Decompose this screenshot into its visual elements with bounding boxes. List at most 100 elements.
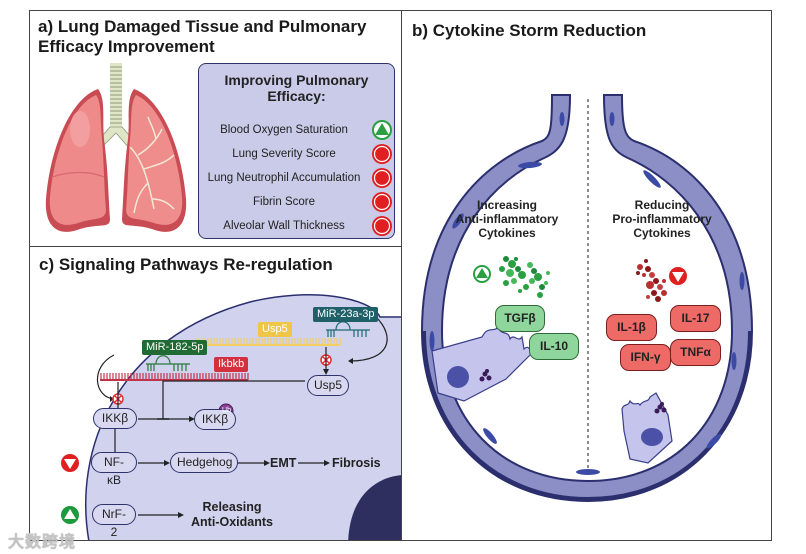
epithelial-cell-left xyxy=(431,325,535,402)
cytokine-particle xyxy=(503,280,509,286)
cytokine-particle xyxy=(644,259,648,263)
ikbkb-mrna xyxy=(100,373,249,381)
cytokine-particle xyxy=(514,257,518,261)
label-line: Cytokines xyxy=(633,226,691,240)
cytokine-il10: IL-10 xyxy=(529,333,579,360)
cytokine-particle xyxy=(503,256,509,262)
efficacy-label: Blood Oxygen Saturation xyxy=(220,124,348,136)
cytokine-particle xyxy=(539,284,545,290)
anti-inflammatory-label: Increasing Anti-inflammatory Cytokines xyxy=(442,198,572,240)
efficacy-row: Lung Neutrophil Accumulation xyxy=(199,166,396,190)
anti-inflammatory-cytokine-particles xyxy=(499,256,550,298)
cytokine-particle xyxy=(653,278,659,284)
node-hedgehog: Hedgehog xyxy=(170,452,238,473)
label-line: Pro-inflammatory xyxy=(612,212,712,226)
cytokine-particle xyxy=(642,273,646,277)
efficacy-box: Improving Pulmonary Efficacy: Blood Oxyg… xyxy=(198,63,395,239)
mrna-tag-usp5: Usp5 xyxy=(258,322,292,337)
outcome-fibrosis: Fibrosis xyxy=(332,456,381,470)
outcome-line: Anti-Oxidants xyxy=(191,515,273,529)
cytokine-il1b: IL-1β xyxy=(606,314,657,341)
down-triangle-icon xyxy=(669,267,687,285)
cytokine-particle xyxy=(645,266,651,272)
cytokine-particle xyxy=(515,266,521,272)
efficacy-label: Lung Neutrophil Accumulation xyxy=(207,172,361,184)
cytokine-particle xyxy=(529,278,535,284)
mirna-tag-182: MiR-182-5p xyxy=(142,340,208,355)
cytokine-particle xyxy=(636,271,640,275)
cytokine-particle xyxy=(655,296,661,302)
down-triangle-icon xyxy=(372,144,392,164)
panel-b-title: b) Cytokine Storm Reduction xyxy=(412,21,647,40)
epithelial-cell-right xyxy=(621,392,673,464)
cytokine-particle xyxy=(649,272,655,278)
panel-c-signaling: c) Signaling Pathways Re-regulation MiR-… xyxy=(29,246,402,541)
node-ikkb: IKKβ xyxy=(93,408,137,429)
cytokine-particle xyxy=(546,271,550,275)
cytokine-ifng: IFN-γ xyxy=(620,344,671,371)
pro-inflammatory-label: Reducing Pro-inflammatory Cytokines xyxy=(597,198,727,240)
efficacy-box-title: Improving Pulmonary Efficacy: xyxy=(199,72,394,104)
nucleus xyxy=(348,475,401,540)
down-triangle-icon xyxy=(372,192,392,212)
outcome-line: Releasing xyxy=(202,500,262,514)
usp5-mrna xyxy=(195,338,341,346)
panel-a-lung-efficacy: a) Lung Damaged Tissue and Pulmonary Eff… xyxy=(29,10,402,247)
cytokine-particle xyxy=(657,284,663,290)
efficacy-label: Lung Severity Score xyxy=(232,148,336,160)
cytokine-particle xyxy=(646,281,654,289)
efficacy-row: Lung Severity Score xyxy=(199,142,396,166)
lung-illustration xyxy=(45,63,187,232)
down-triangle-icon xyxy=(372,216,392,236)
efficacy-row: Alveolar Wall Thickness xyxy=(199,214,396,238)
cytokine-particle xyxy=(537,292,543,298)
efficacy-label: Alveolar Wall Thickness xyxy=(223,220,345,232)
label-line: Increasing xyxy=(476,198,538,212)
node-nfkb: NF-κB xyxy=(91,452,137,487)
outcome-emt: EMT xyxy=(270,456,297,470)
cytokine-particle xyxy=(661,290,667,296)
cytokine-particle xyxy=(499,266,505,272)
alveolus-illustration xyxy=(420,94,754,503)
mirna-tag-23a: MiR-23a-3p xyxy=(313,307,379,322)
cytokine-il17: IL-17 xyxy=(670,305,721,332)
cytokine-tgfb: TGFβ xyxy=(495,305,545,332)
cytokine-particle xyxy=(637,264,643,270)
up-triangle-icon xyxy=(473,265,491,283)
ub-label: Ub xyxy=(222,407,231,414)
signaling-diagram xyxy=(61,294,401,540)
node-nrf2: NrF-2 xyxy=(92,504,136,539)
cytokine-particle xyxy=(508,260,516,268)
cytokine-particle xyxy=(651,290,657,296)
down-triangle-icon xyxy=(372,168,392,188)
cytokine-particle xyxy=(527,262,533,268)
cytokine-particle xyxy=(518,271,526,279)
cytokine-particle xyxy=(506,269,514,277)
alveolus-wall xyxy=(420,94,754,503)
efficacy-title-text: Improving Pulmonary Efficacy: xyxy=(224,72,369,104)
cytokine-tnfa: TNFα xyxy=(670,339,721,366)
cytokine-particle xyxy=(662,279,666,283)
down-triangle-icon xyxy=(61,454,79,472)
up-triangle-icon xyxy=(61,506,79,524)
cytokine-particle xyxy=(544,281,548,285)
watermark: 大数跨境 xyxy=(8,534,77,551)
cytokine-particle xyxy=(511,278,517,284)
trachea-icon xyxy=(95,63,137,150)
outcome-antioxidants: Releasing Anti-Oxidants xyxy=(190,500,274,530)
panel-b-cytokine-storm: b) Cytokine Storm Reduction xyxy=(401,10,772,541)
label-line: Reducing xyxy=(634,198,690,212)
cytokine-particle xyxy=(518,289,522,293)
cytokine-particle xyxy=(523,284,529,290)
up-triangle-icon xyxy=(372,120,392,140)
node-ikkb-ub: IKKβ xyxy=(194,409,236,430)
efficacy-row: Fibrin Score xyxy=(199,190,396,214)
label-line: Cytokines xyxy=(478,226,536,240)
bronchi-icon xyxy=(129,116,175,214)
efficacy-row: Blood Oxygen Saturation xyxy=(199,118,396,142)
pro-inflammatory-cytokine-particles xyxy=(636,259,667,302)
node-usp5: Usp5 xyxy=(307,375,349,396)
cytokine-particle xyxy=(646,295,650,299)
cytokine-particle xyxy=(531,268,537,274)
mrna-tag-ikbkb: Ikbkb xyxy=(214,357,249,372)
